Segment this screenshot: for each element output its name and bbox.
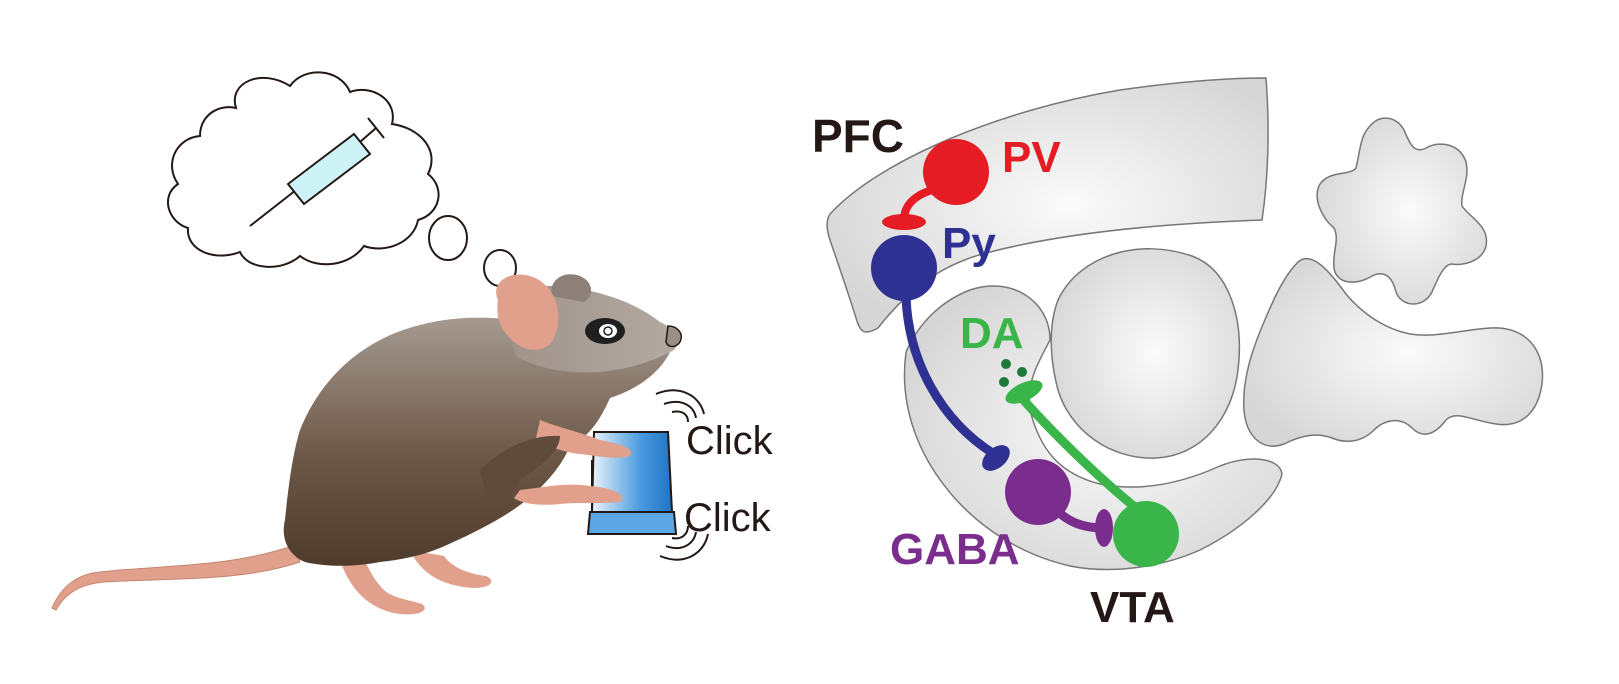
pv-label: PV — [1002, 133, 1061, 182]
da-label: DA — [960, 309, 1024, 358]
mouse-eye — [585, 318, 625, 344]
gaba-label: GABA — [890, 525, 1020, 574]
gaba-terminal — [1095, 509, 1113, 547]
click-label-top: Click — [686, 419, 774, 463]
pfc-label: PFC — [812, 110, 904, 162]
pv-neuron — [923, 139, 989, 205]
syringe-icon — [249, 117, 385, 227]
thought-bubble — [167, 71, 517, 287]
click-sound-waves — [655, 389, 709, 561]
mouse-tail — [51, 544, 301, 611]
py-neuron — [871, 235, 937, 301]
py-terminal — [982, 445, 1010, 471]
py-label: Py — [942, 219, 996, 268]
vta-region — [903, 285, 1283, 571]
central-oval-region — [1050, 248, 1241, 459]
pfc-region — [826, 77, 1269, 333]
py-axon — [901, 291, 999, 459]
mouse-body — [283, 317, 670, 566]
mouse-back-foot — [340, 556, 425, 615]
da-neuron — [1113, 501, 1179, 567]
vta-label: VTA — [1090, 583, 1175, 632]
click-label-bottom: Click — [684, 496, 772, 540]
right-blob-region — [1243, 257, 1544, 447]
mouse-arm-upper — [536, 420, 632, 458]
mouse-arm-fur — [480, 435, 560, 509]
pv-terminal — [882, 214, 926, 230]
brain-section: PFC PV Py DA GABA VTA — [812, 77, 1544, 632]
mouse-ear-back — [551, 274, 592, 302]
mouse-ear — [496, 274, 559, 350]
mouse-back-foot-2 — [410, 550, 492, 588]
mouse-illustration: Click Click — [51, 71, 774, 615]
da-axon — [1015, 391, 1151, 521]
da-terminal — [1005, 380, 1043, 404]
da-vesicles — [999, 359, 1027, 387]
mouse-arm-lower — [514, 484, 623, 505]
gaba-neuron — [1005, 459, 1071, 525]
star-region — [1316, 117, 1488, 305]
mouse-nose — [665, 325, 682, 348]
